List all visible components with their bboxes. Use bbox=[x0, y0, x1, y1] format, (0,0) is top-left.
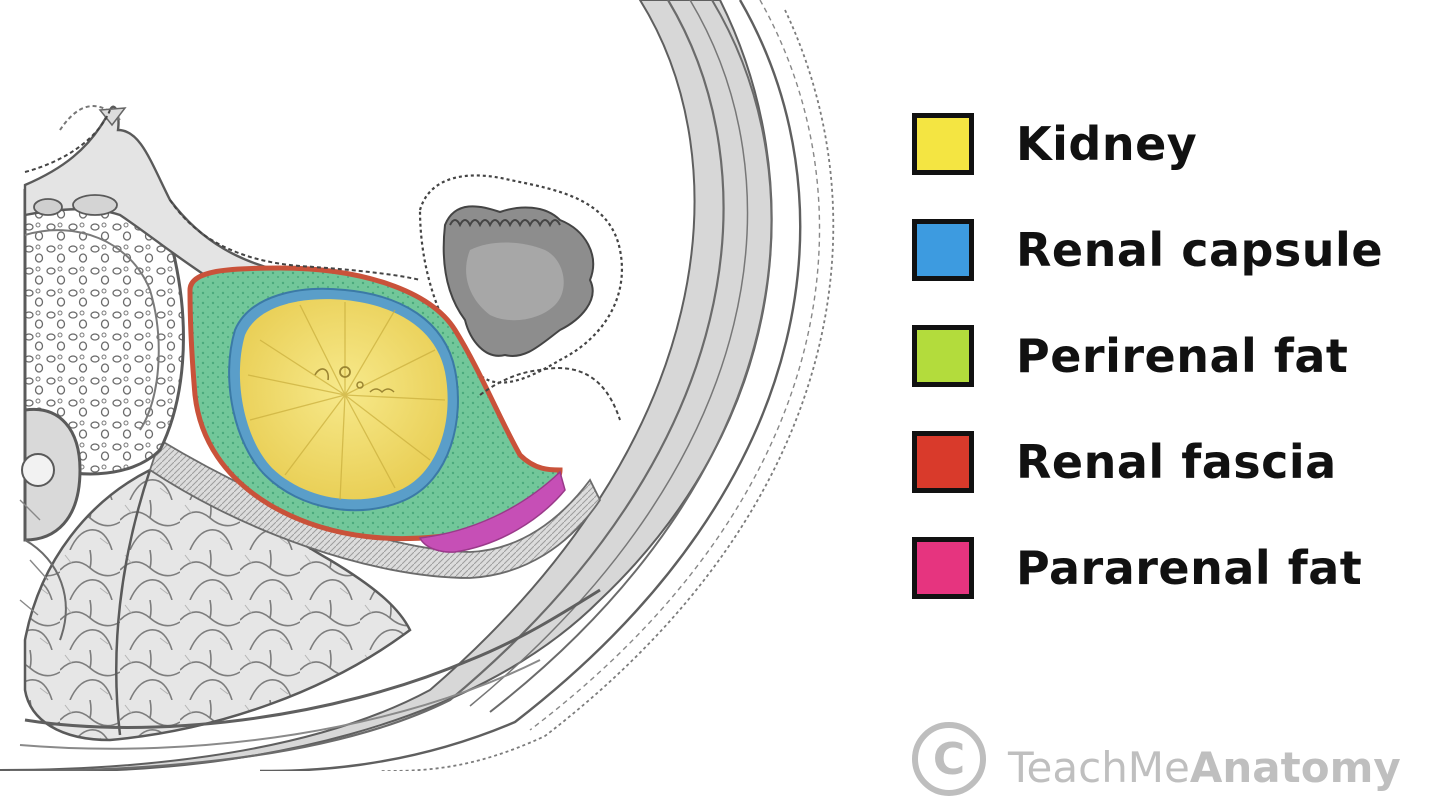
legend-label: Pararenal fat bbox=[1016, 541, 1363, 595]
copyright-symbol: C bbox=[932, 733, 966, 785]
legend-label: Renal capsule bbox=[1016, 223, 1384, 277]
back-muscles bbox=[19, 468, 601, 750]
descending-colon bbox=[418, 174, 623, 384]
legend-swatch-perirenal-fat bbox=[912, 325, 974, 387]
kidney bbox=[228, 287, 459, 512]
peritoneum-outline bbox=[24, 109, 621, 421]
legend-item-kidney: Kidney bbox=[912, 104, 1197, 184]
legend-swatch-kidney bbox=[912, 113, 974, 175]
body-wall-layers bbox=[0, 0, 835, 771]
copyright-icon: C bbox=[912, 722, 986, 796]
legend-swatch-renal-fascia bbox=[912, 431, 974, 493]
legend-swatch-renal-capsule bbox=[912, 219, 974, 281]
legend-item-renal-capsule: Renal capsule bbox=[912, 210, 1383, 290]
legend-label: Kidney bbox=[1016, 117, 1198, 171]
teachmeanatomy-watermark: C TeachMeAnatomy bbox=[912, 712, 1401, 796]
legend-label: Perirenal fat bbox=[1016, 329, 1349, 383]
legend-swatch-pararenal-fat bbox=[912, 537, 974, 599]
legend-item-perirenal-fat: Perirenal fat bbox=[912, 316, 1348, 396]
legend-item-pararenal-fat: Pararenal fat bbox=[912, 528, 1362, 608]
legend-label: Renal fascia bbox=[1016, 435, 1337, 489]
vertebra bbox=[19, 181, 185, 641]
watermark-text-light: TeachMe bbox=[1008, 742, 1190, 792]
watermark-text: TeachMeAnatomy bbox=[1008, 743, 1401, 792]
legend-item-renal-fascia: Renal fascia bbox=[912, 422, 1337, 502]
pararenal-fat bbox=[418, 470, 566, 553]
watermark-text-bold: Anatomy bbox=[1189, 742, 1401, 792]
anatomical-cross-section-illustration bbox=[0, 0, 835, 771]
